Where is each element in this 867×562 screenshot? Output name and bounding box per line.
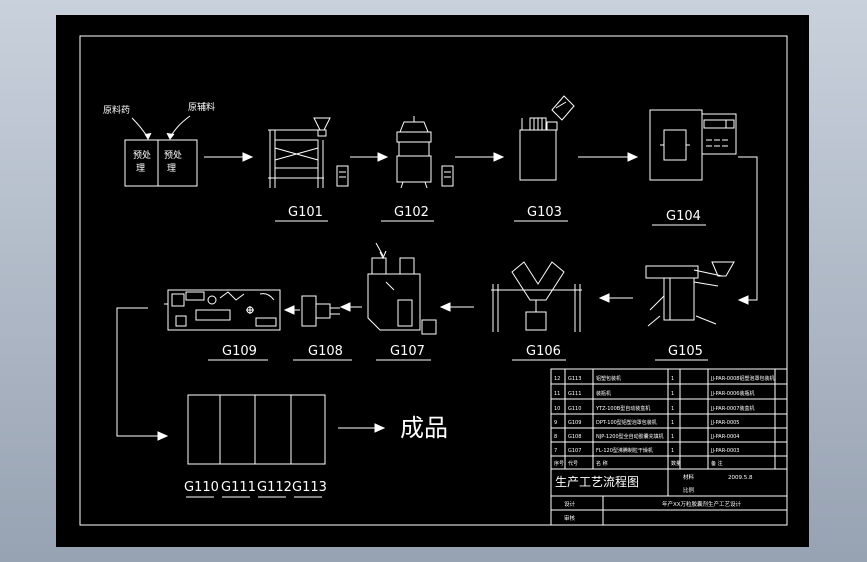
title-block (550, 368, 788, 526)
label-g101: G101 (288, 205, 323, 220)
title-block-cell-note: JJ-PAR-0007装盒机 (710, 405, 755, 412)
title-block-cell-no: 序号 (554, 460, 564, 467)
title-block-cell-no: 9 (554, 420, 557, 426)
machine-g106-icon (491, 261, 582, 332)
machine-g102-icon (396, 116, 454, 189)
pretreat-right-line2: 理 (167, 163, 176, 174)
title-block-cell-note: JJ-PAR-0006装瓶机 (710, 390, 755, 397)
title-block-cell-code: G111 (568, 391, 581, 397)
title-block-scale: 比例 (683, 486, 695, 494)
machine-g107-icon (367, 242, 437, 335)
product-label: 成品 (400, 414, 448, 442)
title-block-cell-qty: 1 (671, 406, 674, 412)
input-label-left: 原料药 (103, 104, 130, 116)
title-block-cell-code: G109 (568, 420, 581, 426)
title-block-cell-qty: 数量 (671, 460, 681, 467)
title-block-cell-name: NJP-1200型全自动胶囊充填机 (596, 433, 664, 440)
label-g111: G111 (221, 480, 256, 495)
label-g102: G102 (394, 205, 429, 220)
title-block-cell-qty: 1 (671, 376, 674, 382)
label-g108: G108 (308, 344, 343, 359)
title-block-cell-name: 名 称 (596, 460, 608, 467)
label-g107: G107 (390, 344, 425, 359)
label-g104: G104 (666, 209, 701, 224)
machine-g105-icon (645, 261, 735, 327)
label-g109: G109 (222, 344, 257, 359)
pretreat-right-line1: 预处 (164, 149, 182, 161)
title-block-cell-qty: 1 (671, 391, 674, 397)
label-g110: G110 (184, 480, 219, 495)
title-block-project: 年产XX万粒胶囊剂生产工艺设计 (662, 500, 742, 508)
title-block-cell-no: 7 (554, 448, 557, 454)
title-block-cell-no: 12 (554, 376, 560, 382)
title-block-cell-code: G110 (568, 406, 581, 412)
title-block-cell-no: 11 (554, 391, 560, 397)
label-g113: G113 (292, 480, 327, 495)
title-block-cell-note: JJ-PAR-0008铝塑泡罩包装机 (710, 375, 775, 382)
title-block-cell-name: 装瓶机 (596, 390, 611, 397)
row1-arrows (204, 152, 639, 162)
title-block-cell-code: G108 (568, 434, 581, 440)
pretreat-left-line2: 理 (136, 163, 145, 174)
title-block-cell-note: JJ-PAR-0003 (710, 448, 740, 454)
label-g106: G106 (526, 344, 561, 359)
title-block-cell-name: 铝塑包装机 (596, 375, 621, 382)
label-g105: G105 (668, 344, 703, 359)
sheet-background (56, 15, 809, 547)
title-block-cell-qty: 1 (671, 420, 674, 426)
title-block-cell-name: YTZ-100B型自动装盒机 (595, 405, 650, 412)
pretreatment-group: 原料药 原辅料 预处 理 预处 理 (103, 101, 215, 187)
title-block-cell-note: JJ-PAR-0005 (710, 420, 740, 426)
machine-g103-icon (519, 95, 575, 181)
machine-g108-icon (301, 295, 340, 327)
pretreatment-box (124, 139, 198, 187)
title-block-material: 材料 (683, 473, 695, 481)
title-block-cell-no: 8 (554, 434, 557, 440)
machine-g101-icon (268, 117, 349, 188)
drawing-border (79, 35, 788, 526)
title-block-title: 生产工艺流程图 (555, 474, 639, 489)
title-block-cell-no: 10 (554, 406, 560, 412)
row-connector (737, 156, 758, 305)
title-block-cell-code: G113 (568, 376, 581, 382)
title-block-cell-note: 备 注 (711, 460, 723, 467)
machine-g109-icon (164, 289, 281, 331)
title-block-cell-qty: 1 (671, 434, 674, 440)
title-block-cell-note: JJ-PAR-0004 (710, 434, 740, 440)
row3-connector (116, 307, 169, 441)
title-block-cell-code: 代号 (568, 460, 578, 467)
title-block-checker: 审核 (564, 514, 576, 522)
machine-g104-icon (649, 109, 737, 181)
title-block-cell-code: G107 (568, 448, 581, 454)
title-block-date: 2009.5.8 (728, 475, 753, 481)
title-block-cell-name: DPT-100型铝塑泡罩包装机 (596, 419, 657, 426)
title-block-designer: 设计 (564, 500, 576, 508)
title-block-cell-qty: 1 (671, 448, 674, 454)
pretreat-left-line1: 预处 (133, 149, 151, 161)
title-block-cell-name: FL-120型沸腾制粒干燥机 (596, 447, 653, 454)
input-label-right: 原辅料 (188, 101, 215, 113)
label-g112: G112 (257, 480, 292, 495)
label-g103: G103 (527, 205, 562, 220)
packaging-box (187, 394, 326, 465)
